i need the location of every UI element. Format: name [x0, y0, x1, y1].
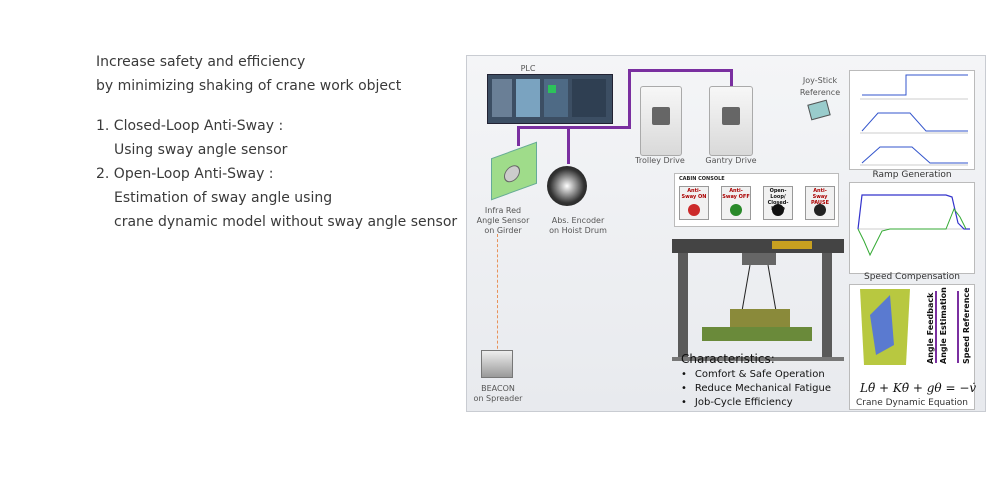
sensor-label-3: on Girder [484, 226, 522, 235]
characteristic-item: Job-Cycle Efficiency [681, 396, 831, 410]
gantry-crane-image [672, 239, 844, 361]
item1-title: 1. Closed-Loop Anti-Sway : [96, 118, 284, 134]
angle-feedback-label: Angle Feedback [926, 292, 935, 364]
wire [567, 126, 570, 164]
crane-dynamic-equation-label: Crane Dynamic Equation [855, 398, 968, 408]
beacon-image [481, 350, 513, 378]
sensor-label-2: Angle Sensor [476, 216, 530, 225]
joystick-label-2: Reference [799, 88, 841, 97]
wire [730, 69, 733, 87]
encoder-label-1: Abs. Encoder [551, 216, 605, 225]
ramp-generation-plot [849, 70, 975, 170]
encoder-label-2: on Hoist Drum [549, 226, 607, 235]
item2-title: 2. Open-Loop Anti-Sway : [96, 166, 274, 182]
crane-dynamic-panel [849, 284, 975, 410]
joystick-icon [807, 99, 831, 121]
anti-sway-system-diagram: PLC Trolley Drive Gantry Drive Joy-Stick… [466, 55, 986, 412]
characteristic-item: Reduce Mechanical Fatigue [681, 382, 831, 396]
gantry-drive-label: Gantry Drive [705, 156, 757, 165]
cabin-console: CABIN CONSOLE Anti-Sway ON Anti-Sway OFF… [674, 173, 839, 227]
wire [628, 69, 733, 72]
beacon-label-2: on Spreader [473, 394, 523, 403]
item2-desc-1: Estimation of sway angle using [114, 190, 333, 206]
wire [628, 69, 631, 129]
ramp-generation-label: Ramp Generation [872, 170, 952, 180]
characteristic-item: Comfort & Safe Operation [681, 368, 831, 382]
cabin-console-title: CABIN CONSOLE [679, 176, 725, 182]
anti-sway-on-button: Anti-Sway ON [679, 186, 709, 220]
joystick-label-1: Joy-Stick [802, 76, 838, 85]
crane-equation: Lθ̈ + Kθ̇ + gθ = −v̇ [860, 381, 977, 395]
speed-compensation-label: Speed Compensation [863, 272, 961, 282]
beacon-label-1: BEACON [481, 384, 515, 393]
anti-sway-off-button: Anti-Sway OFF [721, 186, 751, 220]
plc-label: PLC [520, 64, 536, 73]
encoder-image [547, 166, 587, 206]
characteristics-list: Comfort & Safe Operation Reduce Mechanic… [681, 368, 831, 410]
angle-sensor-image [491, 141, 537, 201]
gantry-drive-unit [709, 86, 753, 156]
characteristics-title: Characteristics: [681, 352, 775, 366]
item1-desc: Using sway angle sensor [114, 142, 288, 158]
anti-sway-pause-button: Anti-Sway PAUSE [805, 186, 835, 220]
angle-estimation-label: Angle Estimation [939, 287, 948, 364]
intro-line-1: Increase safety and efficiency [96, 54, 306, 70]
sensor-label-1: Infra Red [484, 206, 522, 215]
plc-rack [487, 74, 613, 124]
wire [517, 126, 520, 146]
intro-line-2: by minimizing shaking of crane work obje… [96, 78, 402, 94]
speed-compensation-plot [849, 182, 975, 274]
trolley-drive-unit [640, 86, 682, 156]
intro-text: Increase safety and efficiency by minimi… [96, 50, 457, 234]
trolley-drive-label: Trolley Drive [635, 156, 685, 165]
wire [517, 126, 631, 129]
item2-desc-2: crane dynamic model without sway angle s… [114, 214, 458, 230]
wireless-link [497, 234, 498, 364]
loop-select-switch: Open-Loop/ Closed-Loop [763, 186, 793, 220]
speed-reference-label: Speed Reference [962, 287, 971, 364]
